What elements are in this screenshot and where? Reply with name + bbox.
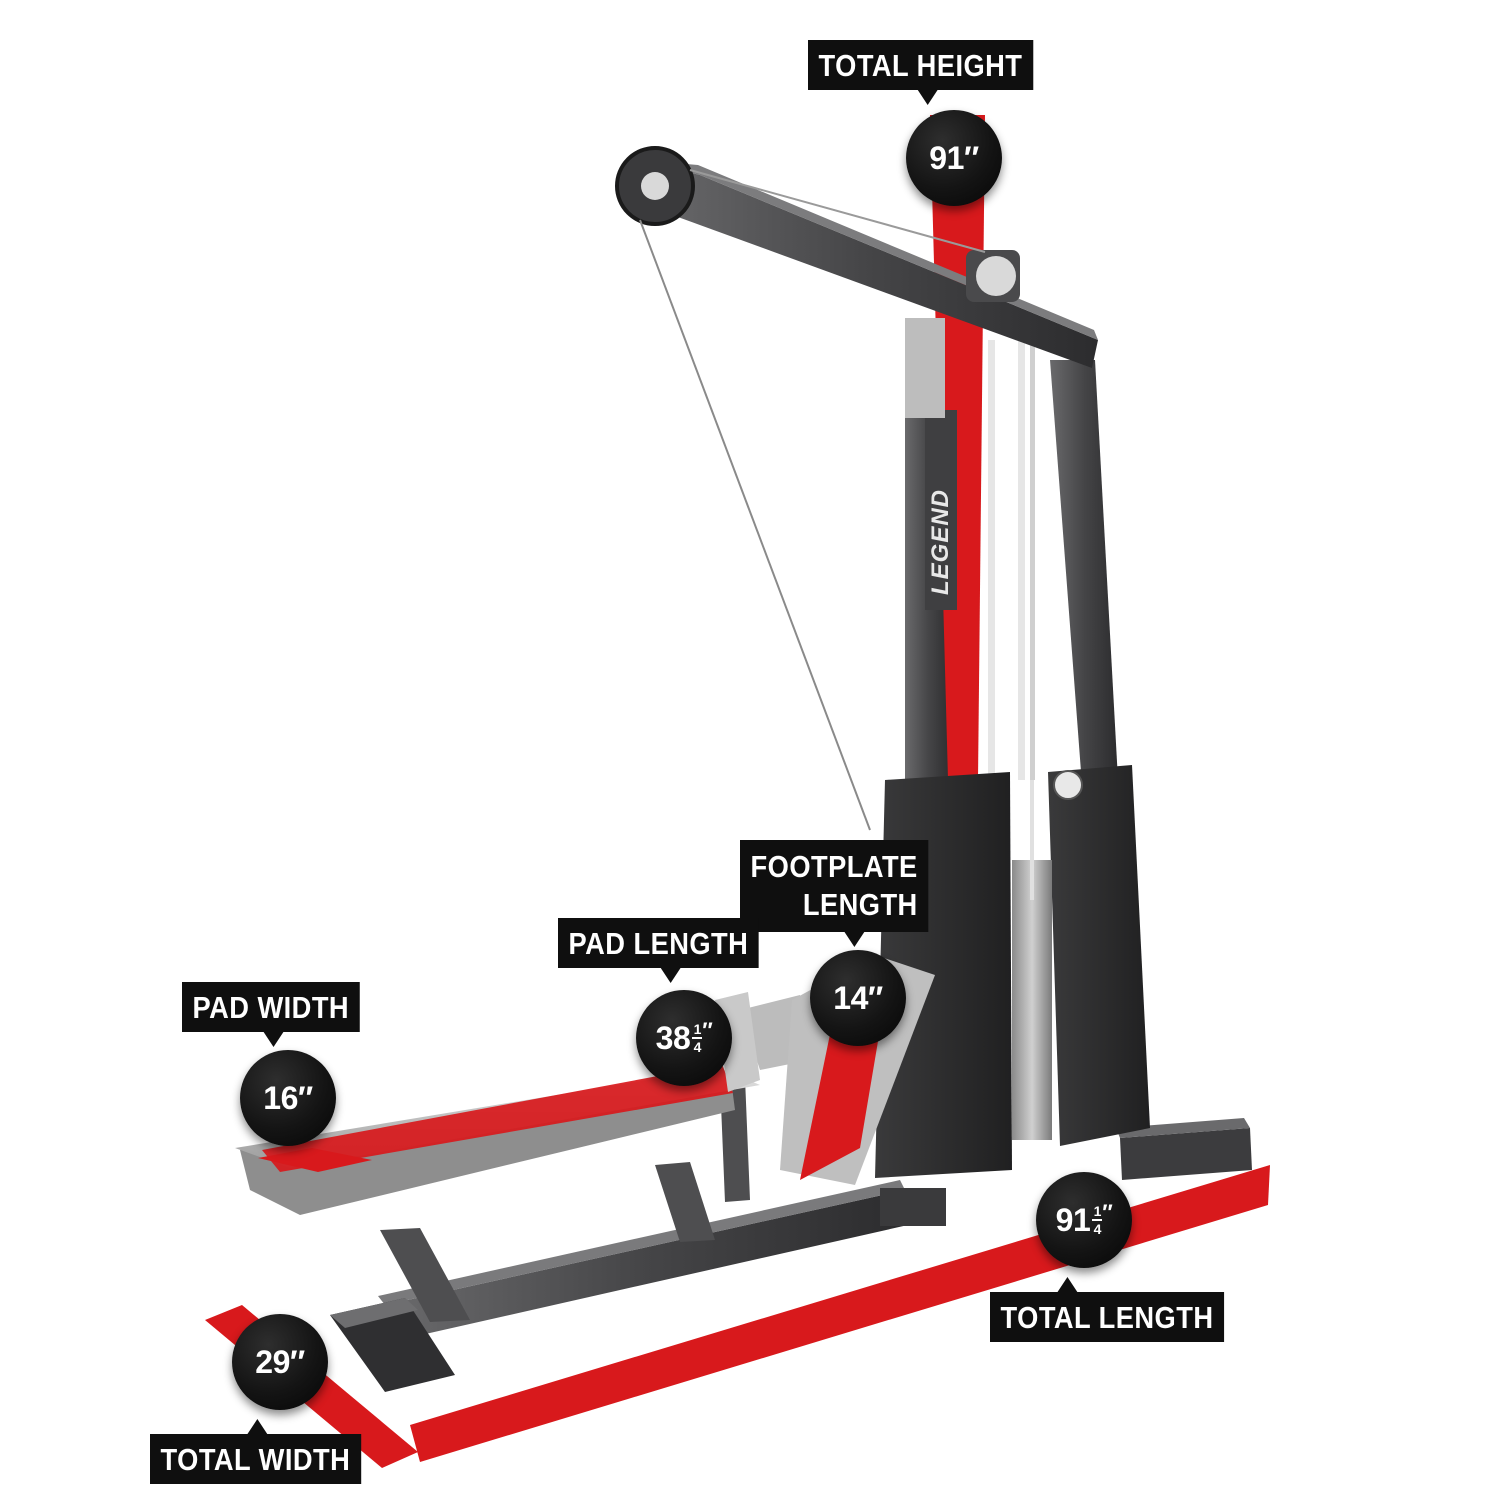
cable [689, 169, 986, 253]
base-rail-bracket [880, 1188, 946, 1226]
front-foot-top [330, 1298, 418, 1328]
total-width-value: 29″ [232, 1314, 328, 1410]
total-length-value: 91 1 4 ″ [1036, 1172, 1132, 1268]
pad-length-strip [262, 1064, 733, 1172]
weight-stack-shroud-right [1048, 765, 1150, 1146]
bench-leg-front [380, 1228, 470, 1322]
pad-length-value: 38 1 4 ″ [636, 990, 732, 1086]
cable [639, 219, 871, 831]
total-length-fraction: 1 4 [1092, 1203, 1103, 1237]
boom-mount-block [905, 318, 945, 418]
pad-width-value: 16″ [240, 1050, 336, 1146]
base-rail [385, 1190, 908, 1342]
top-boom-arm [640, 160, 1098, 368]
total-length-label: TOTAL LENGTH [990, 1277, 1225, 1342]
guide-rod [1018, 340, 1025, 780]
stack-gauge [1053, 770, 1083, 800]
footplate-length-label: FOOTPLATE LENGTH [740, 840, 929, 947]
rear-base-foot [1120, 1128, 1252, 1180]
pad-width-label: PAD WIDTH [182, 982, 360, 1047]
logo-text: LEGEND [927, 489, 954, 595]
bench-leg-rear [655, 1162, 715, 1242]
guide-rod [1030, 340, 1035, 780]
guide-rod [988, 340, 995, 780]
rear-base-foot-top [1116, 1118, 1250, 1138]
pad-width-strip [258, 1148, 372, 1172]
pad-length-fraction: 1 4 [692, 1021, 703, 1055]
weight-stack [1012, 860, 1052, 1140]
tower-right-column [1050, 360, 1118, 785]
rear-pulley [976, 256, 1016, 296]
base-rail-top [378, 1180, 905, 1305]
pad-length-label: PAD LENGTH [558, 918, 759, 983]
total-height-label: TOTAL HEIGHT [808, 40, 1033, 105]
logo-plate [925, 410, 957, 610]
total-width-label: TOTAL WIDTH [150, 1419, 361, 1484]
footplate-length-value: 14″ [810, 950, 906, 1046]
total-height-value: 91″ [906, 110, 1002, 206]
